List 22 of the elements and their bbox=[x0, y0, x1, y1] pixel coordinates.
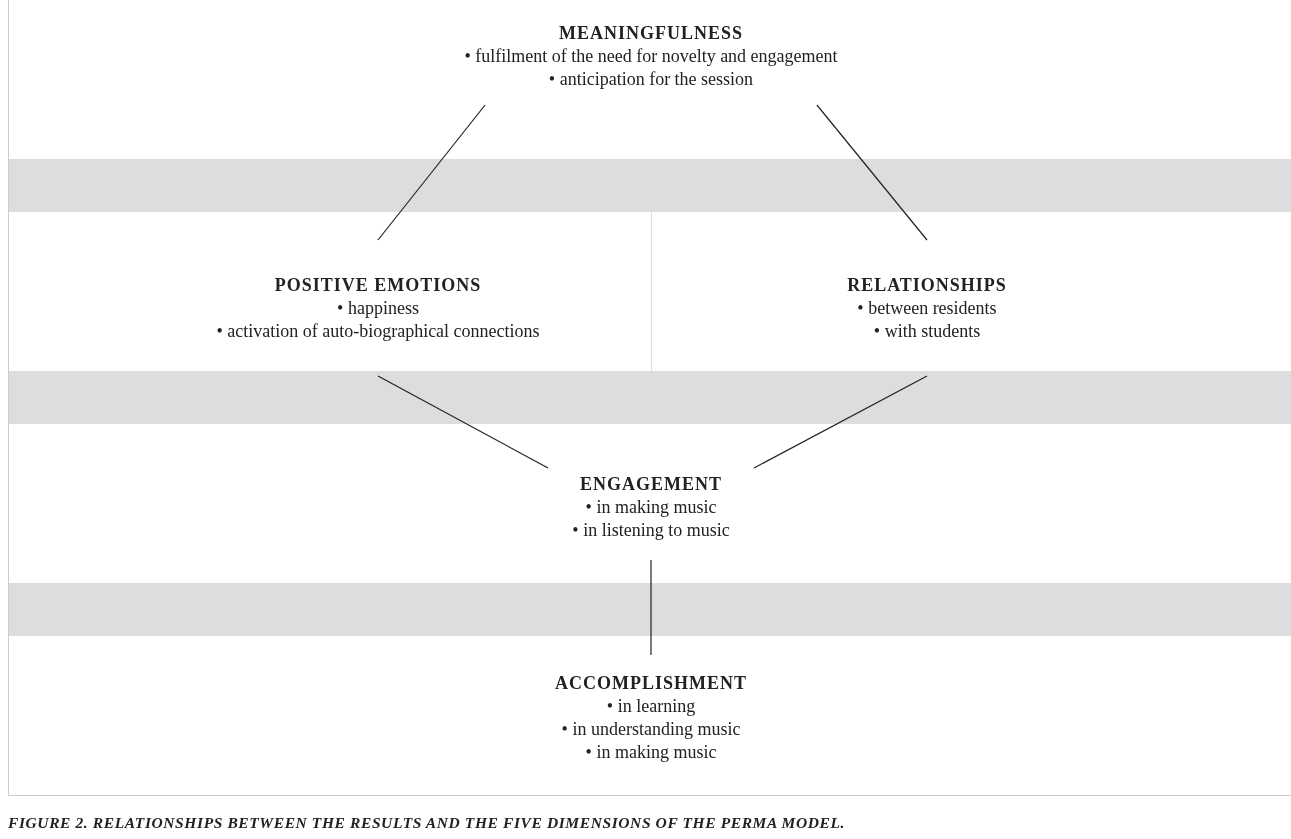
figure-caption: FIGURE 2. RELATIONSHIPS BETWEEN THE RESULTS AND THE FIVE DIMENSIONS OF THE PERMA MODEL. bbox=[8, 814, 845, 832]
connector-line bbox=[753, 375, 928, 469]
bullet-item: • in learning bbox=[605, 694, 697, 718]
connector-line bbox=[816, 104, 928, 241]
node-heading: ACCOMPLISHMENT bbox=[554, 671, 748, 695]
bullet-item: • anticipation for the session bbox=[547, 68, 755, 91]
node-heading: POSITIVE EMOTIONS bbox=[273, 273, 483, 297]
bullet-item: • happiness bbox=[336, 296, 420, 320]
connector-line bbox=[377, 375, 549, 469]
bullet-item: • in making music bbox=[584, 496, 718, 519]
bullet-item: • in listening to music bbox=[571, 519, 731, 542]
bullet-item: • fulfilment of the need for novelty and engagement bbox=[463, 45, 839, 68]
node-heading: MEANINGFULNESS bbox=[558, 22, 744, 45]
bullet-item: • in understanding music bbox=[560, 717, 742, 741]
bullet-item: • between residents bbox=[856, 296, 998, 320]
node-heading: RELATIONSHIPS bbox=[846, 273, 1008, 297]
bullet-item: • activation of auto-biographical connections bbox=[215, 319, 541, 343]
connector-line bbox=[650, 559, 652, 656]
bullet-item: • with students bbox=[872, 319, 982, 343]
node-heading: ENGAGEMENT bbox=[579, 473, 723, 496]
connector-line bbox=[377, 104, 486, 241]
bullet-item: • in making music bbox=[584, 740, 718, 764]
